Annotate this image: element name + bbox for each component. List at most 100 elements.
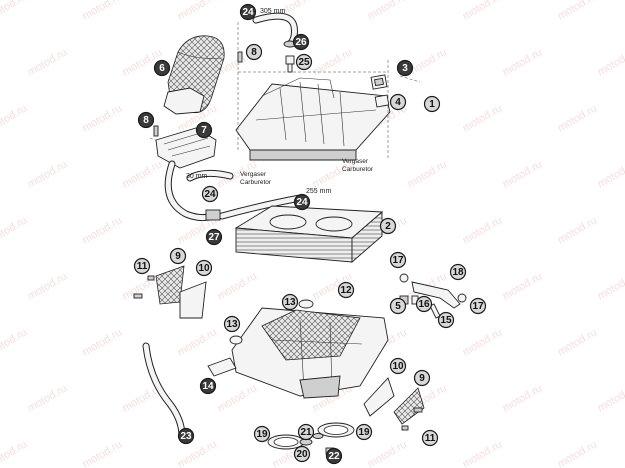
watermark-text: motod.ru	[556, 0, 600, 23]
callout-circle-14	[199, 377, 217, 395]
callout-number-7: 7	[201, 125, 207, 136]
callout-24c: 24	[293, 193, 311, 211]
top-hose-part	[252, 12, 298, 48]
callout-circle-11a	[133, 257, 151, 275]
watermark-text: motod.ru	[461, 438, 505, 468]
callout-circle-19b	[355, 423, 373, 441]
callout-number-27: 27	[208, 232, 220, 243]
callout-circle-23	[177, 427, 195, 445]
callout-22: 22	[325, 447, 343, 465]
watermark-text: motod.ru	[406, 46, 450, 78]
callout-13a: 13	[281, 293, 299, 311]
callout-circle-21	[297, 423, 315, 441]
spacer-part	[207, 357, 237, 377]
airbox-base-part	[231, 307, 389, 399]
callout-number-12: 12	[340, 285, 352, 296]
watermark-text: motod.ru	[26, 158, 70, 190]
watermark-text: motod.ru	[81, 214, 125, 246]
callout-number-20: 20	[296, 449, 308, 460]
callout-number-5: 5	[395, 301, 401, 312]
side-grille-right-part	[363, 377, 425, 431]
callout-19b: 19	[355, 423, 373, 441]
watermark-text: motod.ru	[501, 270, 545, 302]
watermark-text: motod.ru	[501, 46, 545, 78]
watermark-text: motod.ru	[406, 158, 450, 190]
callout-number-4: 4	[395, 97, 401, 108]
callout-4: 4	[389, 93, 407, 111]
callout-circle-12	[337, 281, 355, 299]
callout-circle-27	[205, 228, 223, 246]
watermark-text: motod.ru	[461, 102, 505, 134]
watermark-text: motod.ru	[461, 326, 505, 358]
watermark-text: motod.ru	[556, 214, 600, 246]
callout-number-3: 3	[402, 63, 408, 74]
callout-number-8a: 8	[251, 47, 257, 58]
callout-number-22: 22	[328, 451, 340, 462]
callout-16: 16	[415, 295, 433, 313]
callout-18: 18	[449, 263, 467, 281]
callout-15: 15	[437, 311, 455, 329]
callout-26: 26	[292, 33, 310, 51]
callout-10a: 10	[195, 259, 213, 277]
callout-circle-10b	[389, 357, 407, 375]
watermark-text: motod.ru	[596, 46, 625, 78]
callout-circle-20	[293, 445, 311, 463]
callout-circle-26	[292, 33, 310, 51]
callout-number-1: 1	[429, 99, 435, 110]
watermark-text: motod.ru	[0, 214, 29, 246]
callout-17b: 17	[469, 297, 487, 315]
callout-circle-2	[379, 217, 397, 235]
callout-circle-6	[153, 59, 171, 77]
left-carburetor-note-line1: Vergaser	[240, 171, 267, 178]
watermark-text: motod.ru	[81, 102, 125, 134]
callout-1: 1	[423, 95, 441, 113]
side-grille-left-part	[133, 265, 207, 319]
callout-number-24a: 24	[242, 7, 254, 18]
callout-19a: 19	[253, 425, 271, 443]
watermark-text: motod.ru	[81, 0, 125, 23]
callout-circle-8a	[245, 43, 263, 61]
breather-hoses	[164, 160, 304, 222]
watermark-text: motod.ru	[366, 438, 410, 468]
callout-circle-18	[449, 263, 467, 281]
callout-circle-24a	[239, 3, 257, 21]
callout-5: 5	[389, 297, 407, 315]
callout-number-8b: 8	[143, 115, 149, 126]
callout-number-11b: 11	[425, 433, 436, 444]
watermark-text: motod.ru	[0, 326, 29, 358]
callout-number-15: 15	[440, 315, 452, 326]
callout-number-21: 21	[300, 427, 312, 438]
callout-number-25: 25	[298, 57, 310, 68]
callout-number-19a: 19	[256, 429, 268, 440]
callout-12: 12	[337, 281, 355, 299]
callout-9a: 9	[169, 247, 187, 265]
callout-circle-19a	[253, 425, 271, 443]
screw-part	[153, 51, 243, 137]
callout-circle-24c	[293, 193, 311, 211]
callout-number-9b: 9	[419, 373, 425, 384]
watermark-text: motod.ru	[26, 270, 70, 302]
callout-circle-5	[389, 297, 407, 315]
bracket-part	[399, 273, 467, 319]
watermark-text: motod.ru	[81, 438, 125, 468]
callout-circle-16	[415, 295, 433, 313]
air-filter-part	[234, 205, 384, 263]
callout-14: 14	[199, 377, 217, 395]
callout-10b: 10	[389, 357, 407, 375]
watermark-text: motod.ru	[501, 158, 545, 190]
callout-circle-13a	[281, 293, 299, 311]
callout-13b: 13	[223, 315, 241, 333]
callout-circle-24b	[201, 185, 219, 203]
callout-number-17a: 17	[392, 255, 404, 266]
watermark-text: motod.ru	[596, 270, 625, 302]
watermark-text: motod.ru	[26, 46, 70, 78]
callout-circle-8b	[137, 111, 155, 129]
callout-circle-9b	[413, 369, 431, 387]
callout-number-14: 14	[202, 381, 214, 392]
callout-circle-13b	[223, 315, 241, 333]
watermark-text: motod.ru	[121, 158, 165, 190]
right-carburetor-note-line1: Vergaser	[342, 158, 369, 165]
cover-plate-part	[370, 74, 390, 108]
